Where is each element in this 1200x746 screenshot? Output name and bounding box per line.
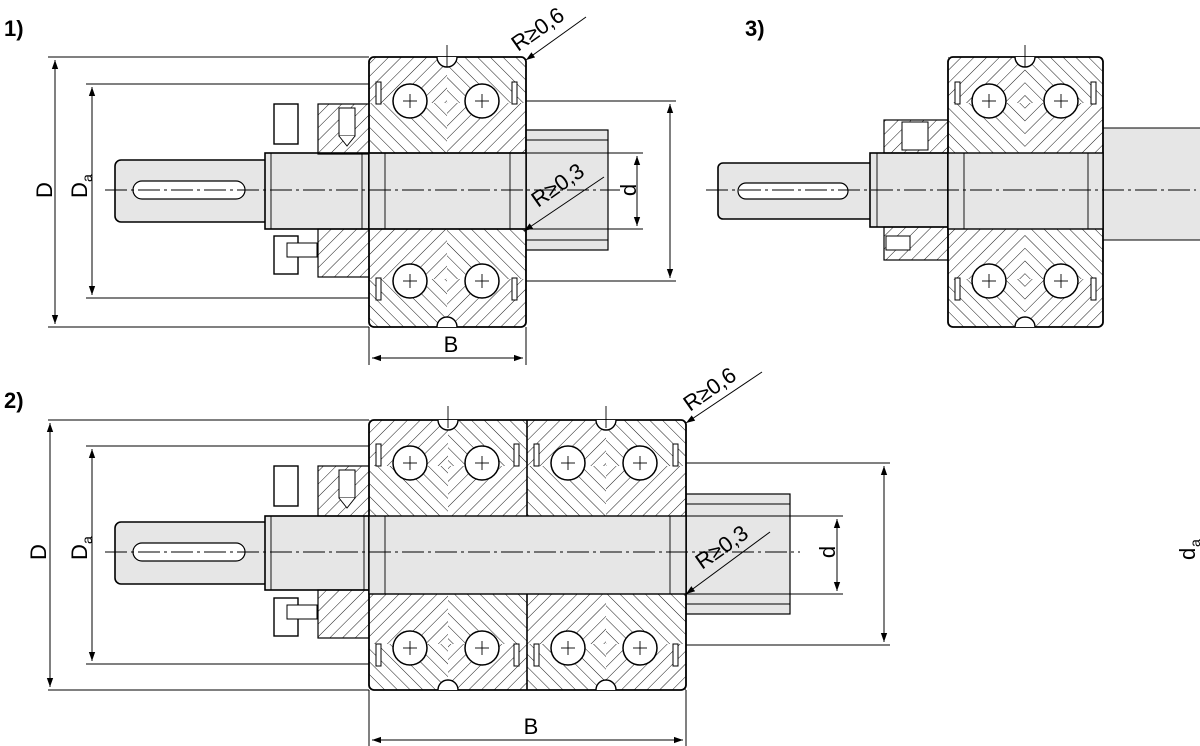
guide-shaft (1103, 128, 1200, 240)
figure-2: 2) (4, 362, 1200, 746)
radius-outer-label: R≥0,6 (679, 362, 741, 416)
bearing-unit-double (368, 419, 687, 691)
clamp-collar (883, 119, 949, 261)
ball (622, 630, 658, 666)
dim-label-d: d (815, 546, 840, 558)
dim-label-D: D (32, 182, 57, 198)
ball (622, 445, 658, 481)
dim-label-Da-sub: a (79, 174, 95, 182)
ball (550, 445, 586, 481)
dim-label-Da: D (67, 182, 92, 198)
bearing-unit (947, 56, 1104, 328)
ball (971, 83, 1007, 119)
figure-number: 3) (745, 16, 765, 41)
dim-label-da-sub: a (1187, 539, 1200, 547)
dim-label-d: d (616, 184, 641, 196)
ball (464, 83, 500, 119)
dim-label-da: d (1175, 548, 1200, 560)
bearing-unit (368, 56, 527, 328)
figure-number: 2) (4, 388, 24, 413)
figure-3: 3) (706, 16, 1200, 328)
ball (392, 630, 428, 666)
ball (392, 263, 428, 299)
ball (464, 263, 500, 299)
lock-nut (273, 465, 371, 639)
ball (1043, 83, 1079, 119)
dim-label-B: B (444, 332, 459, 357)
ball (464, 630, 500, 666)
dim-label-Da: D (67, 544, 92, 560)
shaft-collar (264, 152, 370, 230)
ball (550, 630, 586, 666)
radius-outer-label: R≥0,6 (507, 2, 569, 56)
ball (464, 445, 500, 481)
figure-1: 1) (4, 2, 1137, 365)
figure-number: 1) (4, 16, 24, 41)
dim-label-B: B (524, 714, 539, 739)
dim-label-D: D (26, 544, 51, 560)
lock-nut (273, 103, 371, 278)
keyway-slot (737, 182, 849, 200)
ball (392, 445, 428, 481)
dim-label-Da-sub: a (79, 536, 95, 544)
ball (392, 83, 428, 119)
shaft-collar (264, 515, 372, 591)
ball (1043, 263, 1079, 299)
ball (971, 263, 1007, 299)
